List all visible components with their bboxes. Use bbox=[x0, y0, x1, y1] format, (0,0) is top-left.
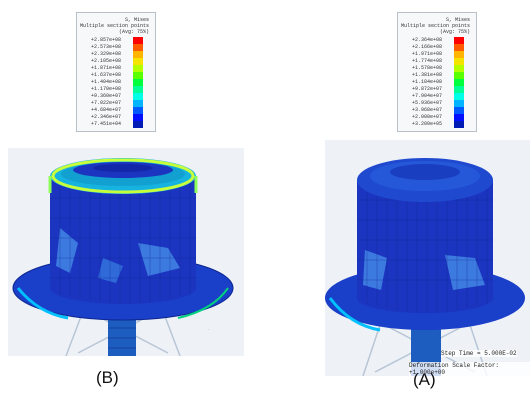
legend-header-line-1: S, Mises bbox=[445, 17, 470, 23]
legend-value: +1.381e+08 bbox=[412, 72, 443, 78]
legend-b: S, Mises Multiple section points (Avg: 7… bbox=[76, 12, 156, 132]
tank-model-a bbox=[325, 140, 530, 376]
tank-model-b: . bbox=[8, 148, 244, 356]
legend-swatch bbox=[133, 51, 143, 58]
legend-swatch bbox=[454, 65, 464, 72]
legend-swatch bbox=[133, 100, 143, 107]
legend-swatch bbox=[133, 86, 143, 93]
legend-swatch bbox=[133, 93, 143, 100]
legend-colorbar-b bbox=[133, 37, 143, 128]
legend-swatch bbox=[133, 107, 143, 114]
legend-header-line-2: Multiple section points bbox=[400, 23, 470, 29]
legend-value: +5.936e+07 bbox=[412, 100, 443, 106]
caption-b: (B) bbox=[96, 368, 119, 387]
legend-swatch bbox=[133, 58, 143, 65]
legend-value: +1.971e+08 bbox=[412, 51, 443, 57]
legend-value: +2.329e+08 bbox=[91, 51, 122, 57]
legend-swatch bbox=[133, 37, 143, 44]
legend-swatch bbox=[454, 58, 464, 65]
legend-header-line-1: S, Mises bbox=[124, 17, 149, 23]
caption-a: (A) bbox=[413, 370, 436, 389]
fea-render-b: . bbox=[8, 148, 244, 356]
deformation-scale-label: Deformation Scale Factor: +1.000e+00 bbox=[409, 362, 530, 376]
panel-a: S, Mises Multiple section points (Avg: 7… bbox=[265, 0, 530, 409]
legend-a: S, Mises Multiple section points (Avg: 7… bbox=[397, 12, 477, 132]
legend-value: +3.200e+05 bbox=[412, 121, 443, 127]
legend-value: +1.170e+08 bbox=[91, 86, 122, 92]
legend-values-a: +2.364e+08+2.166e+08+1.971e+08+1.774e+08… bbox=[412, 37, 442, 128]
fea-render-a bbox=[325, 140, 530, 376]
legend-value: +1.184e+08 bbox=[412, 79, 443, 85]
panel-b: S, Mises Multiple section points (Avg: 7… bbox=[8, 12, 244, 387]
legend-swatch bbox=[454, 72, 464, 79]
legend-value: +2.166e+08 bbox=[412, 44, 443, 50]
legend-value: +7.451e+04 bbox=[91, 121, 122, 127]
step-time-label: Step Time = 5.000E-02 bbox=[441, 350, 517, 357]
legend-swatch bbox=[133, 121, 143, 128]
legend-swatch bbox=[454, 79, 464, 86]
legend-value: +2.105e+08 bbox=[91, 58, 122, 64]
legend-swatch bbox=[454, 44, 464, 51]
legend-colorbar-a bbox=[454, 37, 464, 128]
legend-value: +2.857e+08 bbox=[91, 37, 122, 43]
legend-header-line-3: (Avg: 75%) bbox=[118, 29, 149, 35]
legend-value: +7.904e+07 bbox=[412, 93, 443, 99]
legend-swatch bbox=[133, 65, 143, 72]
legend-swatch bbox=[454, 100, 464, 107]
legend-swatch bbox=[133, 72, 143, 79]
legend-value: +2.364e+08 bbox=[412, 37, 443, 43]
legend-values-b: +2.857e+08+2.573e+08+2.329e+08+2.105e+08… bbox=[91, 37, 121, 128]
legend-value: +3.968e+07 bbox=[412, 107, 443, 113]
legend-value: +1.404e+08 bbox=[91, 79, 122, 85]
legend-swatch bbox=[454, 51, 464, 58]
legend-value: +1.578e+08 bbox=[412, 65, 443, 71]
legend-value: +9.872e+07 bbox=[412, 86, 443, 92]
legend-value: +4.684e+07 bbox=[91, 107, 122, 113]
svg-text:.: . bbox=[208, 328, 210, 331]
legend-value: +2.346e+07 bbox=[91, 114, 122, 120]
legend-swatch bbox=[454, 121, 464, 128]
legend-swatch bbox=[454, 93, 464, 100]
legend-swatch bbox=[133, 114, 143, 121]
legend-header-line-2: Multiple section points bbox=[79, 23, 149, 29]
legend-swatch bbox=[454, 114, 464, 121]
legend-value: +7.022e+07 bbox=[91, 100, 122, 106]
legend-value: +1.774e+08 bbox=[412, 58, 443, 64]
legend-swatch bbox=[454, 107, 464, 114]
legend-header-line-3: (Avg: 75%) bbox=[439, 29, 470, 35]
legend-value: +9.360e+07 bbox=[91, 93, 122, 99]
legend-value: +2.573e+08 bbox=[91, 44, 122, 50]
legend-value: +1.637e+08 bbox=[91, 72, 122, 78]
legend-swatch bbox=[133, 79, 143, 86]
legend-swatch bbox=[133, 44, 143, 51]
legend-value: +2.000e+07 bbox=[412, 114, 443, 120]
legend-swatch bbox=[454, 37, 464, 44]
legend-value: +1.871e+08 bbox=[91, 65, 122, 71]
legend-swatch bbox=[454, 86, 464, 93]
